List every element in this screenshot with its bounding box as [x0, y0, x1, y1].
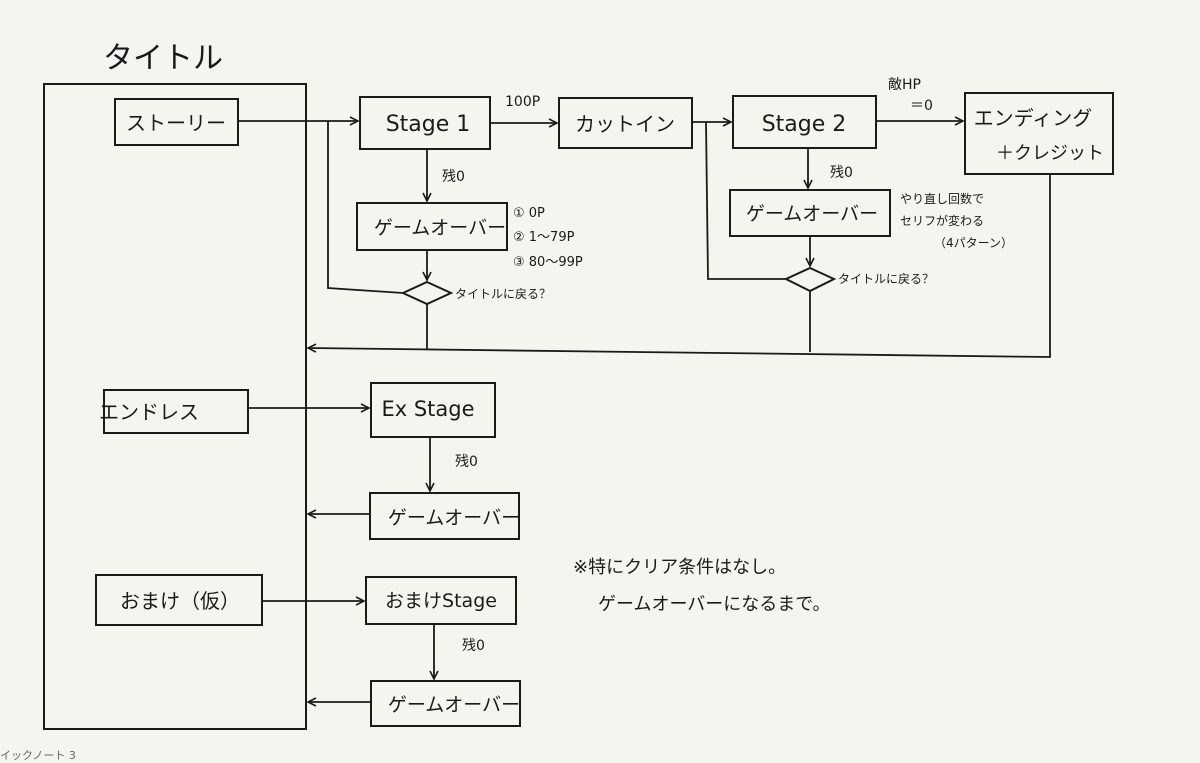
stage2-label: Stage 2	[762, 112, 847, 137]
cutin-label: カットイン	[575, 112, 675, 136]
arrow-return-to-title	[308, 174, 1051, 358]
stage1-label: Stage 1	[386, 112, 471, 137]
menu-omake-label: おまけ（仮）	[120, 589, 240, 613]
omake-stage-node: おまけStage	[365, 576, 517, 625]
title-label: タイトル	[103, 41, 223, 76]
gameover1-label: ゲームオーバー	[374, 217, 506, 239]
footer-label: イックノート 3	[0, 749, 76, 762]
retry-note-line2: セリフが変わる	[900, 213, 984, 228]
retry-note-line1: やり直し回数で	[900, 191, 984, 206]
omake-stage-label: おまけStage	[385, 590, 497, 612]
retry-note-line3: （4パターン）	[934, 236, 1013, 250]
label-zan0-exstage: 残0	[455, 454, 478, 470]
title-screen-panel	[43, 83, 307, 730]
label-enemy-hp-line2: ＝0	[910, 98, 933, 114]
return-title-decision-1	[400, 280, 454, 306]
note-line2: ゲームオーバーになるまで。	[598, 594, 831, 615]
gameover3-label: ゲームオーバー	[388, 507, 520, 529]
condition-1: ① 0P	[513, 206, 545, 221]
label-return-title-1: タイトルに戻る？	[455, 287, 551, 301]
cutin-node: カットイン	[558, 97, 693, 149]
label-enemy-hp-line1: 敵HP	[888, 77, 921, 93]
stage1-node: Stage 1	[359, 96, 491, 150]
line-decision1-retry	[327, 121, 404, 294]
gameover2-node: ゲームオーバー	[729, 189, 891, 237]
exstage-label: Ex Stage	[381, 397, 474, 421]
note-line1: ※特にクリア条件はなし。	[573, 557, 786, 578]
condition-3: ③ 80〜99P	[513, 255, 583, 270]
menu-story-label: ストーリー	[126, 111, 226, 135]
line-decision2-retry	[705, 121, 786, 280]
gameover4-node: ゲームオーバー	[370, 680, 521, 727]
label-zan0-stage1: 残0	[442, 169, 465, 185]
gameover3-node: ゲームオーバー	[369, 492, 520, 540]
menu-endless-node: エンドレス	[99, 389, 249, 434]
gameover4-label: ゲームオーバー	[388, 694, 520, 716]
ending-node: エンディング ＋クレジット	[964, 92, 1114, 175]
label-zan0-stage2: 残0	[830, 165, 853, 181]
ending-label-line1: エンディング	[974, 106, 1093, 130]
label-return-title-2: タイトルに戻る？	[838, 272, 934, 286]
return-title-decision-2	[783, 266, 837, 293]
ending-label-line2: ＋クレジット	[996, 143, 1104, 164]
label-100p: 100P	[505, 94, 540, 110]
gameover2-label: ゲームオーバー	[746, 203, 878, 225]
label-zan0-omake: 残0	[462, 638, 485, 654]
menu-endless-label: エンドレス	[99, 400, 199, 424]
gameover1-node: ゲームオーバー	[356, 202, 508, 251]
stage2-node: Stage 2	[732, 95, 877, 149]
condition-2: ② 1〜79P	[513, 230, 575, 245]
menu-story-node: ストーリー	[114, 98, 239, 146]
exstage-node: Ex Stage	[370, 382, 496, 438]
menu-omake-node: おまけ（仮）	[95, 574, 263, 626]
